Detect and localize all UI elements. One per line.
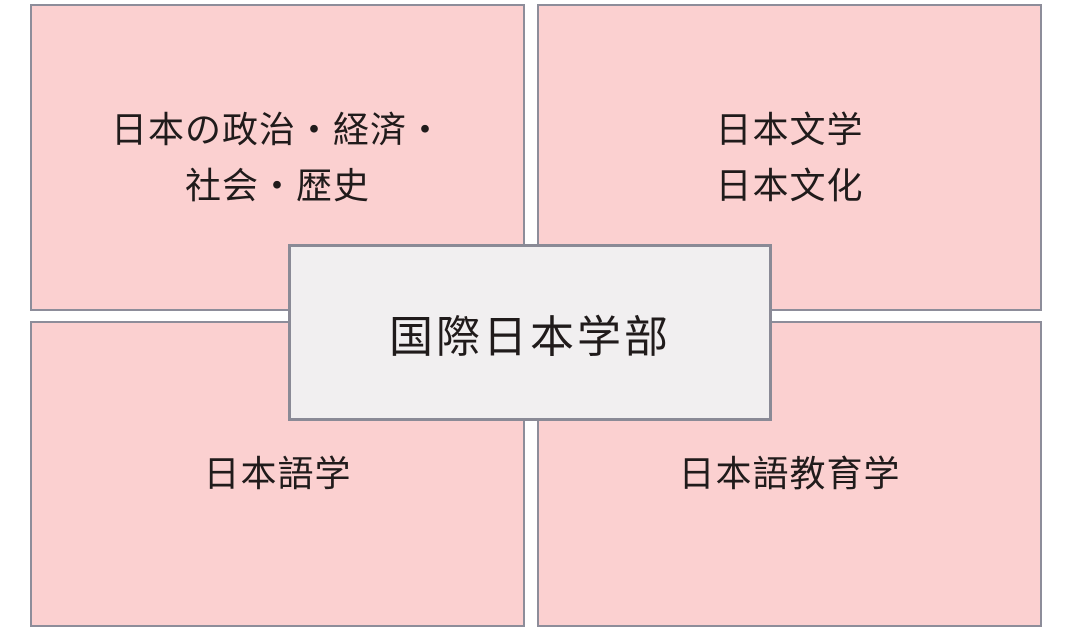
- box-label-line: 日本文学: [715, 108, 864, 150]
- box-label-line: 日本語教育学: [678, 453, 901, 495]
- center-faculty-label: 国際日本学部: [389, 312, 671, 362]
- box-label-line: 日本文化: [715, 164, 864, 206]
- box-label-line: 日本語学: [203, 453, 352, 495]
- box-label-line: 社会・歴史: [184, 164, 370, 206]
- center-faculty-box: 国際日本学部: [288, 244, 772, 421]
- box-label-line: 日本の政治・経済・: [110, 108, 444, 150]
- box-politics-economy-society-history: 日本の政治・経済・ 社会・歴史: [30, 4, 525, 311]
